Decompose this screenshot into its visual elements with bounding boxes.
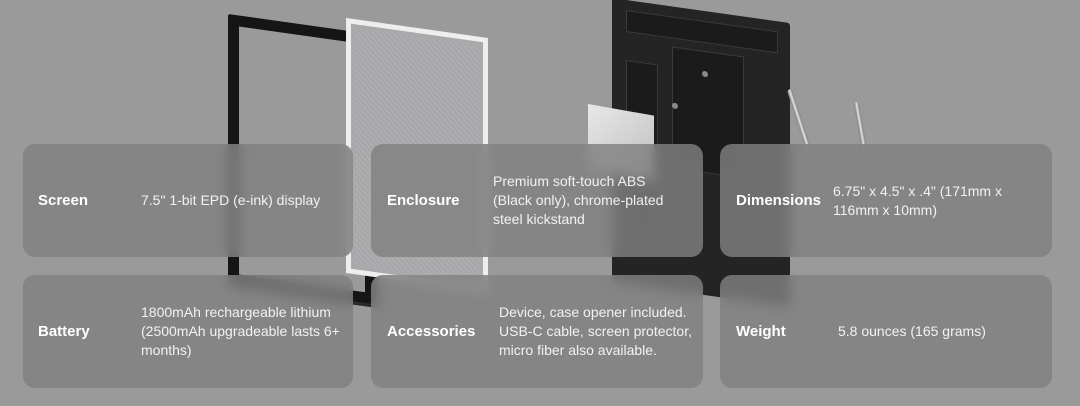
spec-label: Enclosure — [387, 192, 460, 209]
spec-value: 6.75" x 4.5" x .4" (171mm x 116mm x 10mm… — [833, 182, 1002, 218]
spec-card-battery: Battery 1800mAh rechargeable lithium (25… — [23, 275, 353, 388]
spec-label: Battery — [38, 323, 90, 340]
spec-value: 5.8 ounces (165 grams) — [838, 323, 986, 339]
kickstand-image — [786, 88, 811, 148]
spec-card-weight: Weight 5.8 ounces (165 grams) — [720, 275, 1052, 388]
spec-card-enclosure: Enclosure Premium soft-touch ABS (Black … — [371, 144, 703, 257]
spec-card-dimensions: Dimensions 6.75" x 4.5" x .4" (171mm x 1… — [720, 144, 1052, 257]
spec-value: Premium soft-touch ABS (Black only), chr… — [493, 173, 664, 227]
spec-label: Accessories — [387, 323, 476, 340]
spec-card-accessories: Accessories Device, case opener included… — [371, 275, 703, 388]
spec-card-screen: Screen 7.5" 1-bit EPD (e-ink) display — [23, 144, 353, 257]
spec-label: Screen — [38, 192, 89, 209]
spec-value: 7.5" 1-bit EPD (e-ink) display — [141, 192, 321, 208]
spec-value: Device, case opener included. USB-C cabl… — [499, 304, 692, 358]
spec-value: 1800mAh rechargeable lithium (2500mAh up… — [141, 304, 340, 358]
spec-label: Dimensions — [736, 192, 822, 209]
spec-label: Weight — [736, 323, 786, 340]
